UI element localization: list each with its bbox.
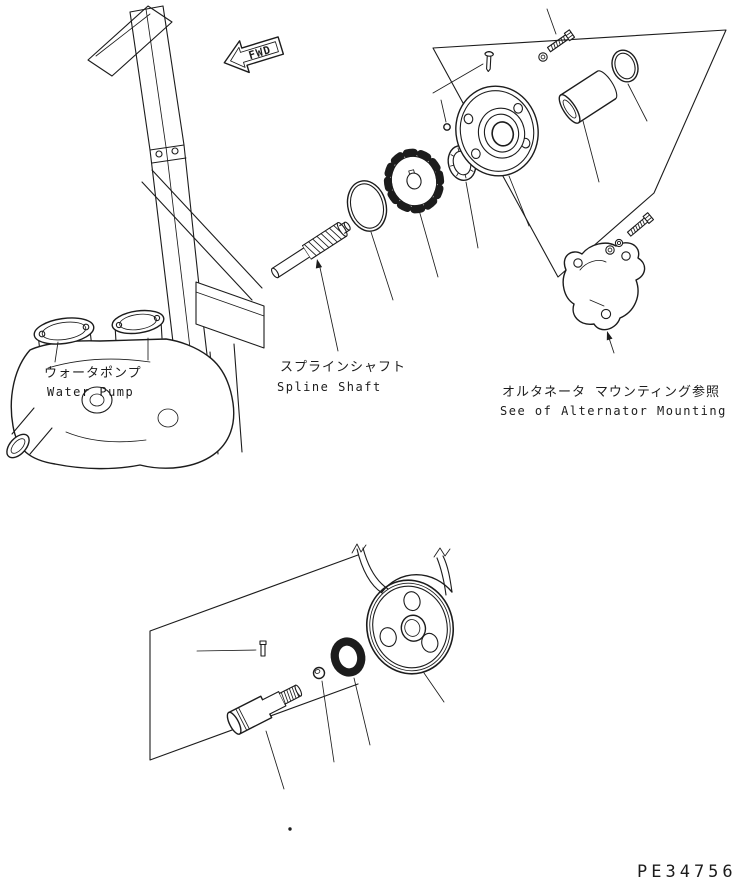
alternator-pointer-arrow xyxy=(606,331,615,354)
hub-flange-part xyxy=(455,85,539,177)
printed-dot xyxy=(288,827,292,831)
spline-shaft-label-en: Spline Shaft xyxy=(277,380,382,394)
leader-lines-upper xyxy=(370,8,648,301)
pulley-part xyxy=(365,579,455,675)
bearing-part xyxy=(330,637,366,677)
drawing-number: PE34756 xyxy=(637,862,737,881)
plug-pin-part xyxy=(443,123,451,131)
pump-inlet-flange-right xyxy=(111,309,165,335)
v-belt-part xyxy=(351,543,453,596)
water-pump-drawing xyxy=(6,309,235,470)
fwd-arrow-icon: FWD xyxy=(223,36,285,74)
diagonal-arm xyxy=(141,169,265,455)
alternator-ref-label-jp: オルタネータ マウンティング参照 xyxy=(502,384,720,400)
pin-part xyxy=(259,640,267,657)
drive-gear-part xyxy=(383,148,445,214)
leader-lines-lower xyxy=(196,649,445,790)
bolt-part-bracket xyxy=(626,212,655,237)
washer-stack-bracket xyxy=(605,238,624,255)
o-ring-part xyxy=(346,180,388,232)
top-mounting-plate xyxy=(87,5,173,77)
alternator-ref-label-en: See of Alternator Mounting xyxy=(500,404,727,418)
spline-shaft-part xyxy=(270,221,351,279)
panel-frame-lower xyxy=(149,554,359,761)
ball-part xyxy=(312,666,326,680)
screw-part xyxy=(484,50,494,73)
panel-frame-upper xyxy=(432,29,727,278)
spline-shaft-pointer-arrow xyxy=(315,259,339,352)
spline-shaft-label-jp: スプラインシャフト xyxy=(280,360,406,375)
pulley-shaft-part xyxy=(226,684,303,735)
bushing-part xyxy=(558,70,618,124)
alternator-bracket-part xyxy=(562,242,646,331)
washer-part-top xyxy=(538,52,548,62)
fwd-label: FWD xyxy=(247,43,273,62)
water-pump-label-en: Water Pump xyxy=(47,385,134,399)
pump-outlet-pipe xyxy=(6,407,53,459)
bolt-part-top xyxy=(546,29,576,53)
water-pump-label-jp: ウォータポンプ xyxy=(44,366,142,381)
seal-ring-part xyxy=(611,49,639,83)
pump-inlet-flange-left xyxy=(33,317,95,345)
